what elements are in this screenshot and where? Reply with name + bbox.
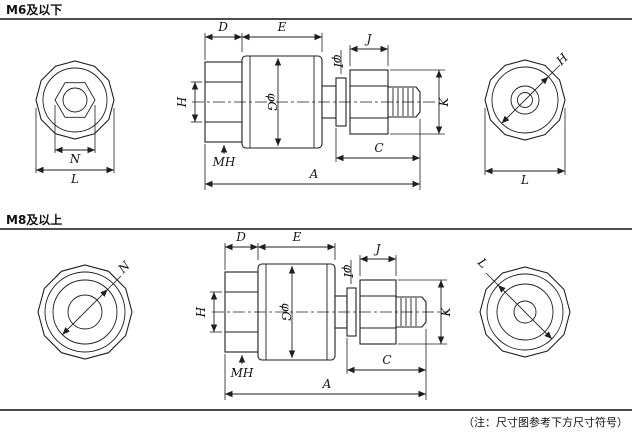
m6-left-circle-outer [42,67,108,133]
m8-left-circle-2 [52,279,118,345]
dim-label-l: L [520,173,529,187]
dim-label-n: N [69,152,81,166]
m6-right-circle-outer [491,66,559,134]
dim-label-k: K [437,96,451,107]
dim-label-e: E [292,230,302,244]
section-title-m8: M8及以上 [6,212,62,227]
section-m8: M8及以上 N [0,212,632,400]
m8-side-view: D E J φI H φG K MH C [194,230,453,400]
footnote: （注：尺寸图参考下方尺寸符号） [463,415,628,429]
dim-label-phi-g: φG [279,303,293,321]
m6-left-hex-socket [54,82,96,118]
dim-label-n-diagonal: N [115,258,133,276]
dim-label-mh: MH [212,155,236,169]
m6-right-end-view: H L [484,50,571,187]
dim-label-phi-g: φG [265,93,279,111]
section-title-m6: M6及以下 [6,3,62,17]
dim-label-phi-i: φI [341,264,355,277]
m6-left-outer-polygon [35,60,115,140]
m8-right-end-view: L [474,255,571,358]
section-m6: M6及以下 N L [0,3,632,190]
dim-label-a: A [322,377,332,391]
dim-label-h: H [175,96,189,108]
m6-side-view: D E J φI H φG K MH C [175,20,451,190]
m8-right-circle-1 [486,273,564,351]
dim-label-j: J [364,32,373,46]
m8-left-circle-1 [44,271,126,353]
dim-label-l-diagonal: L [474,255,490,271]
dim-label-k: K [439,306,453,317]
m8-right-circle-2 [496,283,554,341]
dim-label-l: L [70,172,79,186]
dim-label-e: E [277,20,287,34]
dim-label-mh: MH [230,366,254,380]
dim-label-h-diagonal: H [553,50,571,68]
m8-left-end-view: N [37,258,133,360]
dim-label-phi-i: φI [331,54,345,67]
dim-label-a: A [309,167,319,181]
dim-label-d: D [235,230,246,244]
dim-label-c: C [382,353,391,367]
dim-label-d: D [217,20,228,34]
dim-label-j: J [373,242,382,256]
m6-left-end-view: N L [35,60,115,186]
m6-left-circle-bore [62,87,88,113]
dim-label-c: C [374,141,383,155]
dim-label-h: H [194,306,208,318]
